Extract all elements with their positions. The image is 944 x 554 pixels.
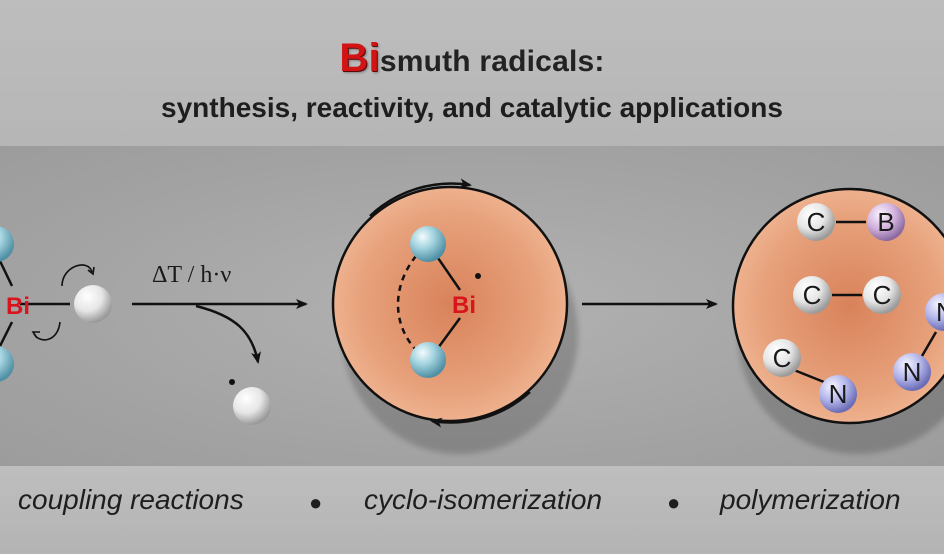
cb-carbon-atom	[797, 203, 835, 241]
left-bi-complex: Bi	[0, 226, 112, 382]
cb-boron-atom	[867, 203, 905, 241]
center-bi-label: Bi	[452, 292, 476, 319]
page-subtitle: synthesis, reactivity, and catalytic app…	[161, 92, 783, 123]
left-upper-ligand-atom	[0, 226, 14, 262]
cc-carbon-atom-2	[863, 276, 901, 314]
title-bi-highlight: Bi	[339, 36, 380, 80]
center-upper-atom	[410, 226, 446, 262]
left-lower-ligand-atom	[0, 346, 14, 382]
cc-carbon-label-2: C	[873, 280, 892, 310]
footer-coupling-reactions: coupling reactions	[18, 484, 244, 515]
footer-bullet-1: ●	[309, 490, 323, 515]
cn-nitrogen-atom	[819, 375, 857, 413]
cyclization-sphere: Bi	[331, 178, 578, 454]
center-sphere	[331, 185, 569, 423]
left-bi-label: Bi	[6, 293, 30, 320]
rotation-arrow-lower	[33, 321, 61, 341]
cb-boron-label: B	[877, 207, 894, 237]
condition-label: ΔT / h·ν	[152, 262, 231, 288]
footer-bullet-2: ●	[667, 490, 681, 515]
leaving-group-atom	[74, 285, 112, 323]
bi-lower-bond	[0, 321, 14, 347]
footer-polymerization: polymerization	[720, 484, 901, 515]
forming-bond-dashed	[396, 255, 417, 351]
bi-radical-dot	[475, 273, 481, 279]
nn-nitrogen-atom-1	[893, 353, 931, 391]
homolysis-arrow: ΔT / h·ν	[132, 262, 308, 425]
reaction-scheme: Bi ΔT / h·ν Bi C B	[0, 178, 944, 454]
nn-nitrogen-label-2: N	[936, 297, 944, 327]
cn-carbon-atom	[763, 339, 801, 377]
page-title: Bismuth radicals:	[0, 36, 944, 81]
bi-upper-bond	[0, 260, 14, 287]
cc-carbon-atom-1	[793, 276, 831, 314]
nn-nitrogen-atom-2	[925, 293, 944, 331]
cn-carbon-label: C	[773, 343, 792, 373]
cc-carbon-label-1: C	[803, 280, 822, 310]
footer-band	[0, 466, 944, 554]
products-sphere: C B C C C N N N	[731, 187, 944, 454]
title-rest: smuth radicals:	[379, 45, 605, 78]
rotation-arrow-upper	[61, 264, 93, 287]
cn-nitrogen-label: N	[829, 379, 848, 409]
applications-footer: coupling reactions ● cyclo-isomerization…	[0, 484, 944, 524]
released-radical-atom	[233, 387, 271, 425]
header-band	[0, 0, 944, 146]
radical-dot	[229, 379, 235, 385]
footer-cyclo-isomerization: cyclo-isomerization	[364, 484, 603, 515]
nn-nitrogen-label-1: N	[903, 357, 922, 387]
cycle-arrow-top	[369, 178, 472, 217]
cycle-arrow-bottom	[430, 391, 531, 428]
center-lower-atom	[410, 342, 446, 378]
cb-carbon-label: C	[807, 207, 826, 237]
